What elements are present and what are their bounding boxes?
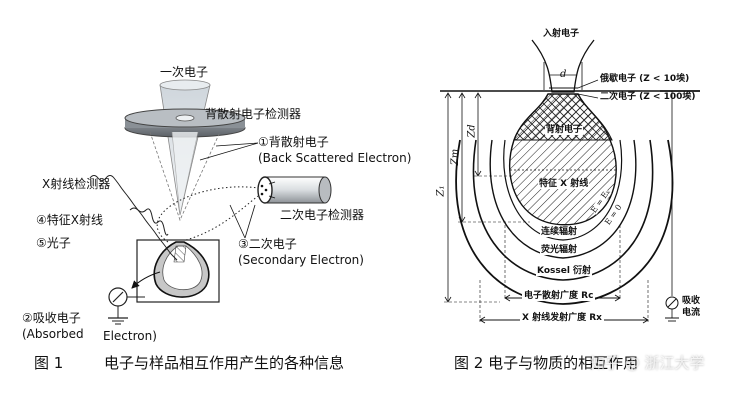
- label-se-detector: 二次电子检测器: [280, 208, 365, 222]
- label-continuous: 连续辐射: [540, 227, 579, 237]
- label-fluorescence: 荧光辐射: [540, 245, 579, 255]
- label-absorbed-en: (Absorbed: [22, 327, 84, 341]
- absorbed-current-meter: [660, 90, 700, 322]
- label-incident: 入射电子: [543, 29, 580, 39]
- label-bse-detector: 背散射电子检测器: [205, 107, 302, 121]
- figure-1-number: 图 1: [34, 354, 64, 372]
- figure-2-caption: 图 2 电子与物质的相互作用: [454, 354, 639, 372]
- label-characteristic-xray: ④特征X射线: [36, 213, 103, 227]
- label-z1: Z₁: [435, 185, 447, 197]
- figure-1: [89, 79, 332, 325]
- label-backscatter: 背射电子: [545, 125, 584, 135]
- label-electron-en: Electron): [103, 329, 157, 343]
- label-xray-detector: X射线检测器: [42, 177, 111, 191]
- label-rx: X 射线发射广度 Rx: [520, 313, 604, 323]
- label-se-en: (Secondary Electron): [238, 253, 364, 267]
- figure-1-caption: 电子与样品相互作用产生的各种信息: [104, 354, 345, 372]
- label-absorbed: ②吸收电子: [22, 311, 81, 325]
- label-se: ③二次电子: [238, 237, 297, 251]
- label-absorbed-1: 吸收: [682, 296, 701, 306]
- label-auger: 俄歇电子 (Z < 10埃): [600, 74, 690, 84]
- label-d: d: [560, 69, 567, 80]
- figure-2: [440, 39, 700, 324]
- label-zd: Zd: [466, 124, 478, 138]
- label-bse-en: (Back Scattered Electron): [258, 151, 412, 165]
- label-zm: Zm: [450, 148, 462, 166]
- label-secondary: 二次电子 (Z < 100埃): [600, 92, 696, 102]
- label-rc: 电子散射广度 Rc: [522, 291, 596, 301]
- label-bse: ①背散射电子: [258, 135, 329, 149]
- label-photon: ⑤光子: [36, 236, 71, 250]
- watermark: 知乎 @ 浙江大学: [590, 354, 705, 372]
- incident-beam: [531, 39, 595, 93]
- label-kossel: Kossel 衍射: [536, 266, 593, 276]
- se-detector-cylinder: [257, 176, 332, 204]
- label-absorbed-2: 电流: [682, 308, 701, 318]
- depth-dimensions: [444, 92, 530, 303]
- bse-detector-plate: [124, 108, 246, 138]
- label-xray: 特征 X 射线: [538, 179, 590, 189]
- label-primary-electron: 一次电子: [160, 65, 209, 79]
- ammeter-symbol: [108, 287, 145, 325]
